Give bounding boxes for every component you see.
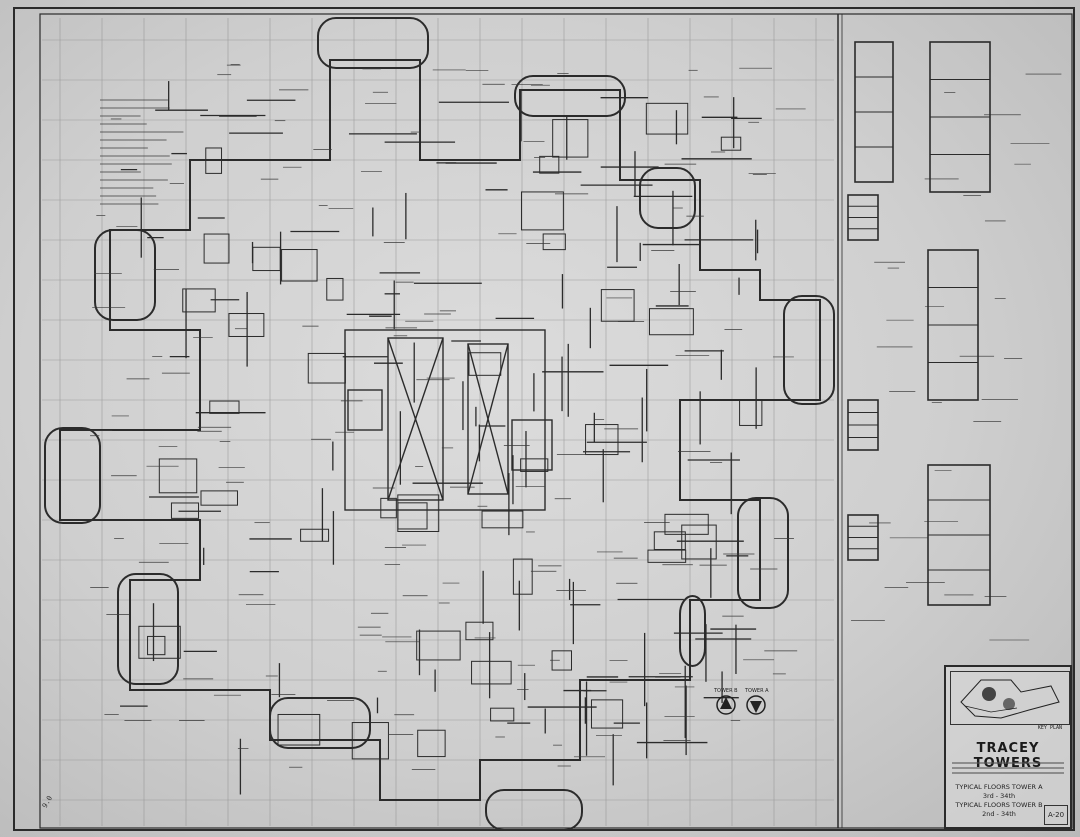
bay-window [44, 427, 101, 524]
room-box [720, 136, 742, 151]
bay-window [317, 17, 429, 69]
room-box [539, 155, 560, 174]
room-box [326, 277, 344, 301]
room-box [520, 191, 564, 231]
north-arrow-tower-a: TOWER A [744, 688, 769, 715]
room-box [653, 531, 686, 551]
room-box [490, 707, 515, 722]
room-box [158, 458, 198, 494]
tower-b-label: TOWER B [713, 688, 738, 694]
room-box [681, 524, 717, 560]
room-box [147, 635, 166, 656]
sheet-border-inner [39, 13, 1073, 829]
room-box [252, 246, 281, 272]
wall-lines [59, 59, 821, 801]
room-box [138, 625, 181, 659]
room-box [520, 458, 549, 472]
room-box [203, 233, 230, 264]
elevator-bank-right [467, 343, 509, 495]
room-box [552, 119, 589, 158]
stair [511, 419, 553, 471]
room-box [512, 558, 533, 595]
elevator-core [344, 329, 553, 511]
room-box [647, 549, 687, 563]
key-plan [950, 671, 1070, 725]
stair [347, 389, 383, 431]
room-box [281, 249, 318, 282]
room-box [182, 288, 216, 313]
bay-window [117, 573, 179, 685]
bay-window [679, 595, 706, 667]
corner-mark: 9.0 [41, 795, 54, 810]
room-box [380, 497, 397, 519]
room-box [416, 630, 461, 661]
bay-window [514, 75, 626, 117]
room-box [205, 147, 223, 174]
drawing-title-2: TYPICAL FLOORS TOWER B [955, 801, 1043, 809]
room-box [170, 502, 200, 519]
column-grid [42, 18, 834, 826]
bay-window [639, 167, 696, 229]
bay-window [485, 789, 583, 831]
detail-drawings [847, 41, 1062, 641]
key-plan-label: KEY PLAN [1037, 725, 1062, 731]
shaft-diagonal [387, 337, 444, 501]
drawing-title-1: TYPICAL FLOORS TOWER A [955, 783, 1043, 791]
room-box [585, 424, 619, 456]
shaft-diagonal [467, 343, 509, 495]
bay-window [269, 697, 371, 749]
room-box [645, 102, 689, 135]
room-box [481, 510, 524, 529]
room-box [739, 399, 763, 426]
room-box [209, 400, 240, 414]
room-box [664, 513, 709, 535]
apartment-bays [44, 17, 835, 831]
building-outline [59, 59, 821, 801]
room-box [307, 352, 346, 384]
room-box [542, 233, 566, 251]
room-box [471, 660, 512, 685]
room-box [590, 699, 624, 729]
room-box [397, 502, 428, 530]
north-arrow-tower-b: TOWER B [713, 688, 738, 715]
title-block: KEY PLAN TRACEY TOWERS TYPICAL FLOORS TO… [944, 665, 1072, 829]
room-box [200, 490, 238, 506]
floors-1: 3rd - 34th [982, 792, 1016, 800]
room-box [277, 713, 321, 746]
bay-window [783, 295, 835, 405]
sheet-number: A-20 [1044, 805, 1068, 825]
bay-window [737, 497, 789, 609]
bay-window [94, 229, 156, 321]
room-box [228, 313, 265, 337]
annotation-marks [90, 64, 806, 770]
elevator-bank-left [387, 337, 444, 501]
room-box [300, 528, 330, 542]
room-box [648, 308, 694, 336]
drawing-title: TYPICAL FLOORS TOWER A 3rd - 34th TYPICA… [954, 783, 1044, 819]
floors-2: 2nd - 34th [982, 810, 1016, 818]
room-box [417, 729, 446, 758]
office-credits [952, 759, 1064, 777]
tower-a-label: TOWER A [744, 688, 769, 694]
room-box [465, 621, 494, 641]
room-box [600, 289, 635, 322]
room-box [468, 352, 502, 376]
room-box [397, 494, 440, 532]
